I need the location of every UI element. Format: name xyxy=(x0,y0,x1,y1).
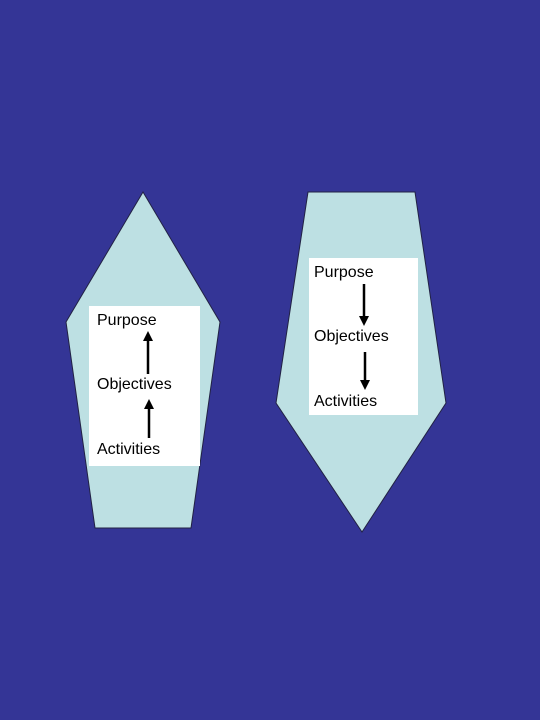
left-activities-label: Activities xyxy=(97,441,161,458)
left-objectives-label: Objectives xyxy=(97,376,172,393)
left-purpose-label: Purpose xyxy=(97,312,157,329)
right-activities-label: Activities xyxy=(314,393,378,410)
right-objectives-label: Objectives xyxy=(314,328,389,345)
right-purpose-label: Purpose xyxy=(314,264,374,281)
